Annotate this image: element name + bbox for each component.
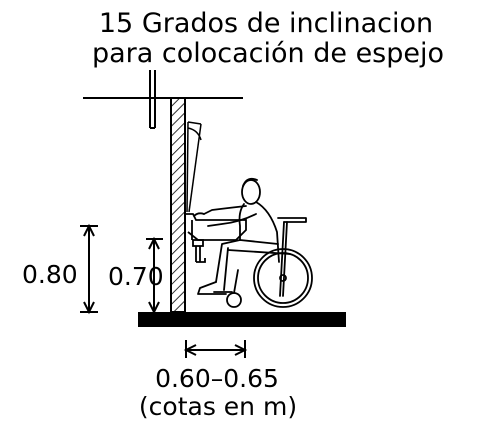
tilted-mirror — [186, 121, 202, 213]
dimension-line-height-b — [146, 236, 163, 315]
dimension-label-height-b: 0.70 — [108, 262, 164, 291]
units-note: (cotas en m) — [139, 392, 297, 421]
hatched-wall — [170, 97, 186, 313]
dimension-label-height-a: 0.80 — [22, 260, 78, 289]
floor-slab — [138, 312, 346, 327]
washbasin — [186, 213, 247, 263]
dimension-line-depth — [183, 340, 248, 358]
wheelchair-user-figure — [193, 177, 313, 308]
title-line-2: para colocación de espejo — [92, 38, 444, 69]
dimension-line-height-a — [80, 223, 98, 315]
dimension-label-depth: 0.60–0.65 — [155, 364, 279, 393]
title-line-1: 15 Grados de inclinacion — [99, 8, 433, 39]
ceiling-line — [83, 70, 243, 129]
